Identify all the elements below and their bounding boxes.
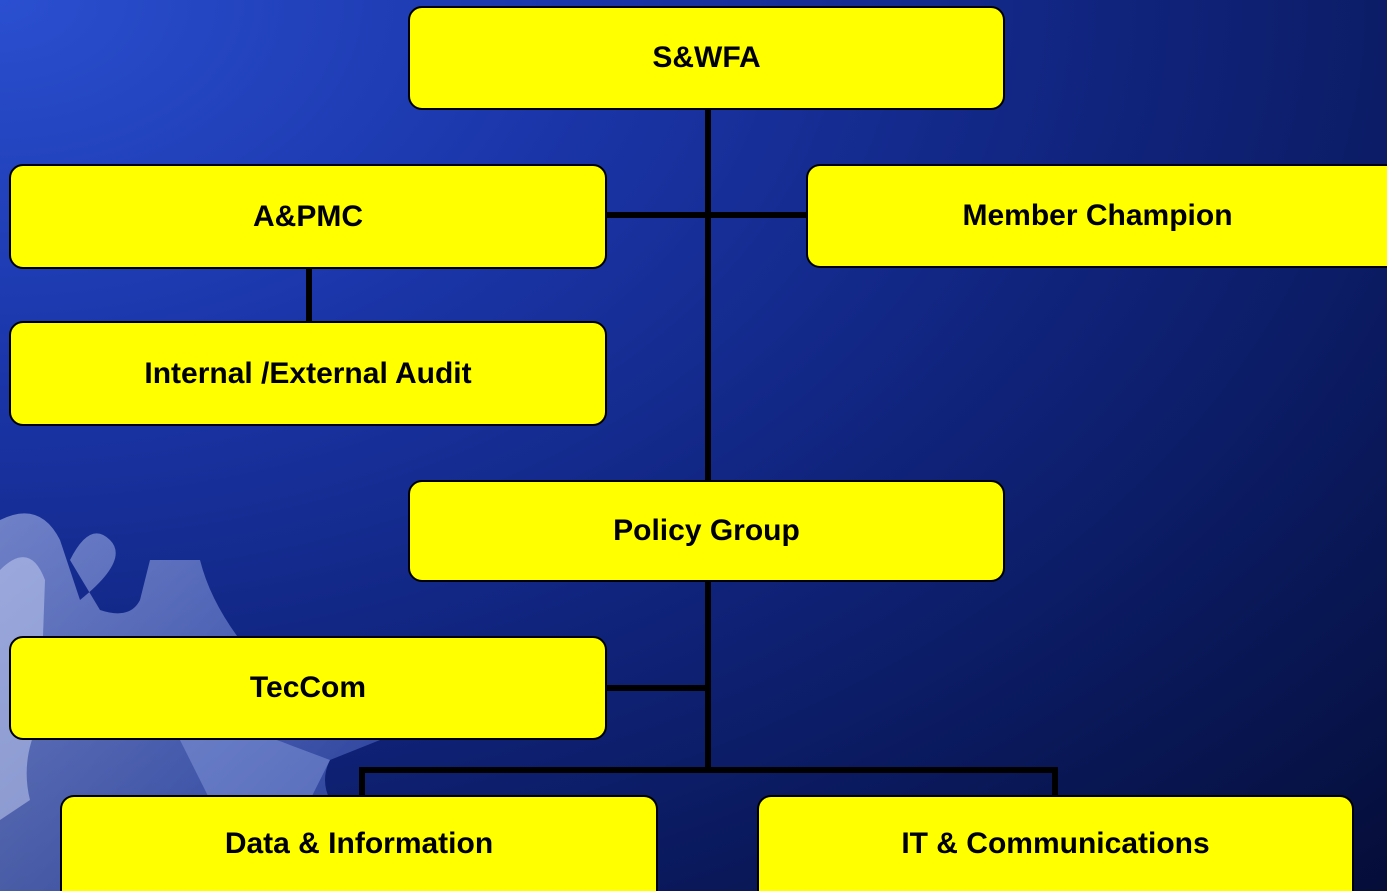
node-it-communications[interactable]: IT & Communications xyxy=(757,795,1354,891)
node-apmc-label: A&PMC xyxy=(253,199,363,233)
node-member-champion-label: Member Champion xyxy=(962,199,1233,232)
node-swfa-label: S&WFA xyxy=(652,41,761,74)
node-data-information-label: Data & Information xyxy=(224,827,494,860)
node-policy-group[interactable]: Policy Group xyxy=(408,480,1005,582)
node-it-communications-label: IT & Communications xyxy=(901,827,1210,860)
node-teccom[interactable]: TecCom xyxy=(9,636,607,740)
node-audit-label: Internal /External Audit xyxy=(144,356,472,390)
node-data-information[interactable]: Data & Information xyxy=(60,795,658,891)
node-apmc[interactable]: A&PMC xyxy=(9,164,607,269)
node-internal-external-audit[interactable]: Internal /External Audit xyxy=(9,321,607,426)
node-swfa[interactable]: S&WFA xyxy=(408,6,1005,110)
node-policy-group-label: Policy Group xyxy=(613,514,800,547)
node-member-champion[interactable]: Member Champion xyxy=(806,164,1387,268)
node-teccom-label: TecCom xyxy=(249,671,367,704)
